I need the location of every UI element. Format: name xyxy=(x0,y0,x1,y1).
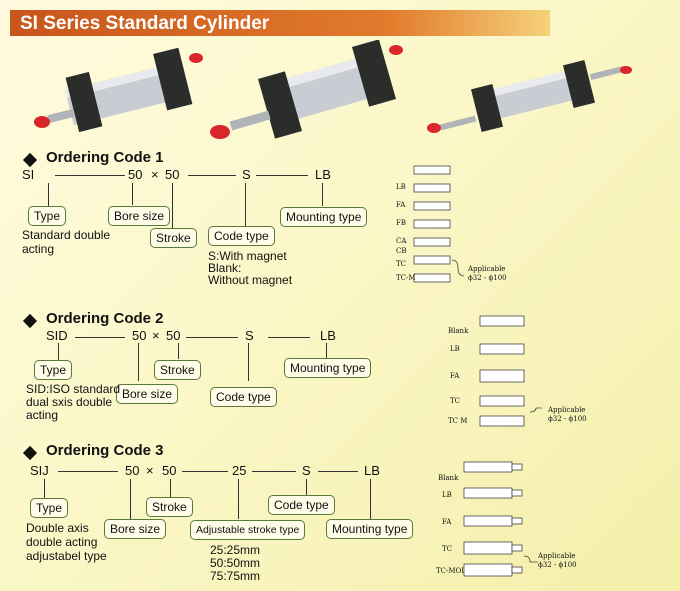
code-type-box: Code type xyxy=(210,387,277,407)
diagram-label: TC-M xyxy=(396,274,416,282)
bore-size-box: Bore size xyxy=(116,384,179,404)
type-box: Type xyxy=(30,498,69,518)
type-desc: dual sxis double xyxy=(26,395,113,409)
type-desc: SID:ISO standard xyxy=(26,382,121,396)
code-mount: LB xyxy=(364,463,380,478)
mounting-type-box: Mounting type xyxy=(280,207,368,227)
code-adj: 25 xyxy=(232,463,247,478)
bullet-diamond-icon xyxy=(22,445,38,461)
code-times: × xyxy=(146,463,154,478)
applicable-range: ϕ32 - ϕ100 xyxy=(538,561,577,569)
applicable-range: ϕ32 - ϕ100 xyxy=(468,274,507,282)
code-model: SIJ xyxy=(30,463,49,478)
cylinder-photo-2 xyxy=(210,40,403,139)
magnet-desc: S:With magnet xyxy=(208,249,287,263)
code-magnet: S xyxy=(245,328,254,343)
type-desc: acting xyxy=(26,408,59,422)
code-bore: 50 xyxy=(128,167,143,182)
adj-option: 25:25mm xyxy=(210,543,261,557)
diagram-label: LB xyxy=(442,491,452,499)
code-mount: LB xyxy=(315,167,331,182)
diagram-label: CB xyxy=(396,247,407,255)
diagram-label: TC xyxy=(396,260,407,268)
adj-option: 75:75mm xyxy=(210,569,261,583)
diagram-label: CA xyxy=(396,237,407,245)
bore-size-box: Bore size xyxy=(104,519,167,539)
stroke-box: Stroke xyxy=(154,360,201,380)
page-title: SI Series Standard Cylinder xyxy=(20,13,270,34)
bullet-diamond-icon xyxy=(22,313,38,329)
code-magnet: S xyxy=(302,463,311,478)
type-desc: double acting xyxy=(26,535,98,549)
diagram-label: LB xyxy=(396,183,406,191)
product-photos xyxy=(34,40,632,139)
header-bar xyxy=(10,10,550,36)
diagram-label: Blank xyxy=(448,327,469,335)
code-type-box: Code type xyxy=(268,495,335,515)
code-model: SID xyxy=(46,328,68,343)
type-desc: acting xyxy=(22,242,55,256)
code-model: SI xyxy=(22,167,35,182)
applicable-label: Applicable xyxy=(468,265,506,273)
diagram-label: FA xyxy=(450,372,460,380)
type-box: Type xyxy=(28,206,67,226)
type-desc: Double axis xyxy=(26,521,89,535)
applicable-label: Applicable xyxy=(548,406,586,414)
bullet-diamond-icon xyxy=(22,152,38,168)
magnet-desc: Without magnet xyxy=(208,273,293,287)
applicable-label: Applicable xyxy=(538,552,576,560)
type-box: Type xyxy=(34,360,73,380)
mounting-type-box: Mounting type xyxy=(326,519,414,539)
mounting-diagram-1: LB FA FB CA CB TC TC-M Applicable ϕ32 - … xyxy=(392,164,512,294)
code-bore: 50 xyxy=(132,328,147,343)
type-desc: Standard double xyxy=(22,228,111,242)
diagram-label: TC xyxy=(442,545,453,553)
diagram-label: FA xyxy=(442,518,452,526)
diagram-label: Blank xyxy=(438,474,459,482)
section-title: Ordering Code 3 xyxy=(46,442,164,459)
bore-size-box: Bore size xyxy=(108,206,171,226)
cylinder-photo-1 xyxy=(34,47,203,133)
diagram-label: LB xyxy=(450,345,460,353)
cylinder-photo-3 xyxy=(427,59,632,133)
code-stroke: 50 xyxy=(162,463,177,478)
mounting-diagram-2: Blank LB FA TC TC M Applicable ϕ32 - ϕ10… xyxy=(444,312,594,434)
adjustable-stroke-box: Adjustable stroke type xyxy=(190,520,306,540)
code-magnet: S xyxy=(242,167,251,182)
code-bore: 50 xyxy=(125,463,140,478)
code-stroke: 50 xyxy=(166,328,181,343)
section-title: Ordering Code 1 xyxy=(46,149,164,166)
adj-option: 50:50mm xyxy=(210,556,261,570)
diagram-label: TC-MOI xyxy=(436,567,465,575)
stroke-box: Stroke xyxy=(150,228,197,248)
type-desc: adjustabel type xyxy=(26,549,107,563)
code-times: × xyxy=(151,167,159,182)
diagram-label: TC xyxy=(450,397,461,405)
diagram-label: TC M xyxy=(448,417,468,425)
magnet-desc: Blank: xyxy=(208,261,242,275)
applicable-range: ϕ32 - ϕ100 xyxy=(548,415,587,423)
diagram-label: FA xyxy=(396,201,406,209)
mounting-diagram-3: Blank LB FA TC TC-MOI Applicable ϕ32 - ϕ… xyxy=(434,456,594,582)
code-stroke: 50 xyxy=(165,167,180,182)
stroke-box: Stroke xyxy=(146,497,193,517)
code-times: × xyxy=(152,328,160,343)
section-title: Ordering Code 2 xyxy=(46,310,164,327)
mounting-type-box: Mounting type xyxy=(284,358,372,378)
code-type-box: Code type xyxy=(208,226,275,246)
diagram-label: FB xyxy=(396,219,407,227)
code-mount: LB xyxy=(320,328,336,343)
